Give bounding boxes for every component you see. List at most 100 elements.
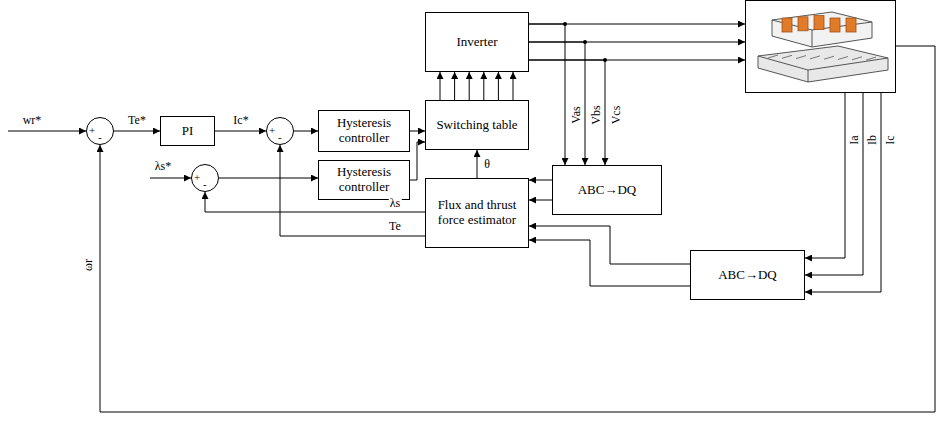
transform-box: ABC→DQ (552, 165, 662, 215)
transform-box: ABC→DQ (690, 250, 805, 300)
signal-name: θ (483, 157, 491, 171)
box-label: PI (182, 124, 194, 139)
groove-line (852, 57, 862, 60)
current-wire (805, 92, 845, 258)
signal-connector (294, 131, 318, 132)
coil-winding (814, 16, 824, 30)
groove-line (768, 55, 778, 58)
connector-line (529, 180, 552, 181)
coil-winding (782, 18, 792, 32)
signal-name: Ic* (232, 113, 249, 127)
stator-grooves (768, 55, 876, 60)
signal-connector (410, 142, 425, 180)
signal-name: Te (388, 219, 402, 233)
coil-winding (830, 18, 840, 32)
hysteresis-box: Hysteresis controller (318, 160, 410, 200)
signal-connector (440, 72, 513, 100)
sign-symbol: + (194, 172, 200, 183)
connector-line (483, 72, 484, 100)
connector-line (529, 240, 690, 286)
motor-mover-edge (812, 30, 813, 47)
signal-connector (114, 131, 160, 132)
box-label: ABC→DQ (718, 268, 777, 283)
connector-line (410, 142, 425, 180)
signal-name: Vbs (589, 104, 603, 125)
sign-symbol: + (89, 125, 95, 136)
groove-line (838, 57, 848, 60)
box-label: Flux and thrust force estimator (432, 198, 522, 228)
estimator-box: Flux and thrust force estimator (425, 178, 529, 248)
flux-reference-wire (150, 178, 191, 179)
inverter-box: Inverter (425, 12, 529, 72)
connector-line (114, 131, 160, 132)
connector-line (215, 131, 266, 132)
summing-junction: +- (191, 164, 219, 192)
speed-reference-wire (8, 131, 86, 132)
signal-connector (529, 226, 690, 286)
connector-line (529, 200, 552, 201)
summing-circle-outline (192, 165, 219, 192)
summing-circle-outline (87, 118, 114, 145)
motor-stator-edge (808, 70, 809, 82)
connector-line (529, 226, 690, 264)
sign-symbol: - (98, 132, 102, 143)
connector-line (498, 72, 499, 100)
connector-line (469, 72, 470, 100)
motor-box (746, 1, 896, 93)
signal-name: λs* (154, 159, 173, 173)
box-label: Inverter (456, 35, 497, 50)
connector-line (529, 24, 565, 165)
connector-line (440, 72, 441, 100)
signal-connector (477, 150, 478, 178)
groove-line (824, 56, 834, 59)
sign-symbol: - (203, 179, 207, 190)
current-wire (805, 92, 881, 292)
groove-line (810, 56, 820, 59)
box-label: Hysteresis controller (325, 116, 403, 146)
signal-connector (215, 131, 266, 132)
box-label: ABC→DQ (578, 183, 637, 198)
signal-name: Ic (883, 134, 897, 145)
switching-table-box: Switching table (425, 100, 529, 150)
groove-line (866, 57, 876, 60)
signal-name: ωr (81, 258, 95, 272)
signal-connector (219, 178, 318, 179)
motor-coils (782, 16, 856, 32)
signal-name: wr* (22, 113, 43, 127)
signal-connector (410, 131, 425, 132)
signal-name: Vcs (609, 105, 623, 126)
connector-line (294, 131, 318, 132)
groove-line (782, 55, 792, 58)
speed-feedback-wire (100, 46, 935, 412)
box-label: Hysteresis controller (325, 165, 403, 195)
connector-line (513, 72, 514, 100)
signal-name: Te* (127, 113, 147, 127)
connector-line (219, 178, 318, 179)
signal-name: Ib (865, 134, 879, 146)
motor-stator-edge (758, 56, 888, 70)
signal-connector (529, 180, 552, 200)
signal-name: Ia (847, 134, 861, 145)
connector-line (477, 150, 478, 178)
connector-line (280, 145, 425, 236)
current-wire (805, 92, 863, 275)
motor-stator (758, 46, 888, 82)
signal-name: λs (389, 196, 402, 210)
motor-mover (772, 12, 872, 47)
signal-connector (529, 24, 605, 165)
connector-line (410, 131, 425, 132)
sign-symbol: + (269, 125, 275, 136)
sign-symbol: - (278, 132, 282, 143)
summing-circle-outline (267, 118, 294, 145)
connector-line (529, 60, 605, 165)
signal-connector (280, 145, 425, 236)
coil-winding (846, 18, 856, 32)
coil-winding (798, 17, 808, 31)
pi-controller-box: PI (160, 116, 215, 146)
connector-line (454, 72, 455, 100)
summing-junction: +- (86, 117, 114, 145)
hysteresis-box: Hysteresis controller (318, 110, 410, 152)
box-label: Switching table (436, 118, 517, 133)
groove-line (796, 56, 806, 59)
